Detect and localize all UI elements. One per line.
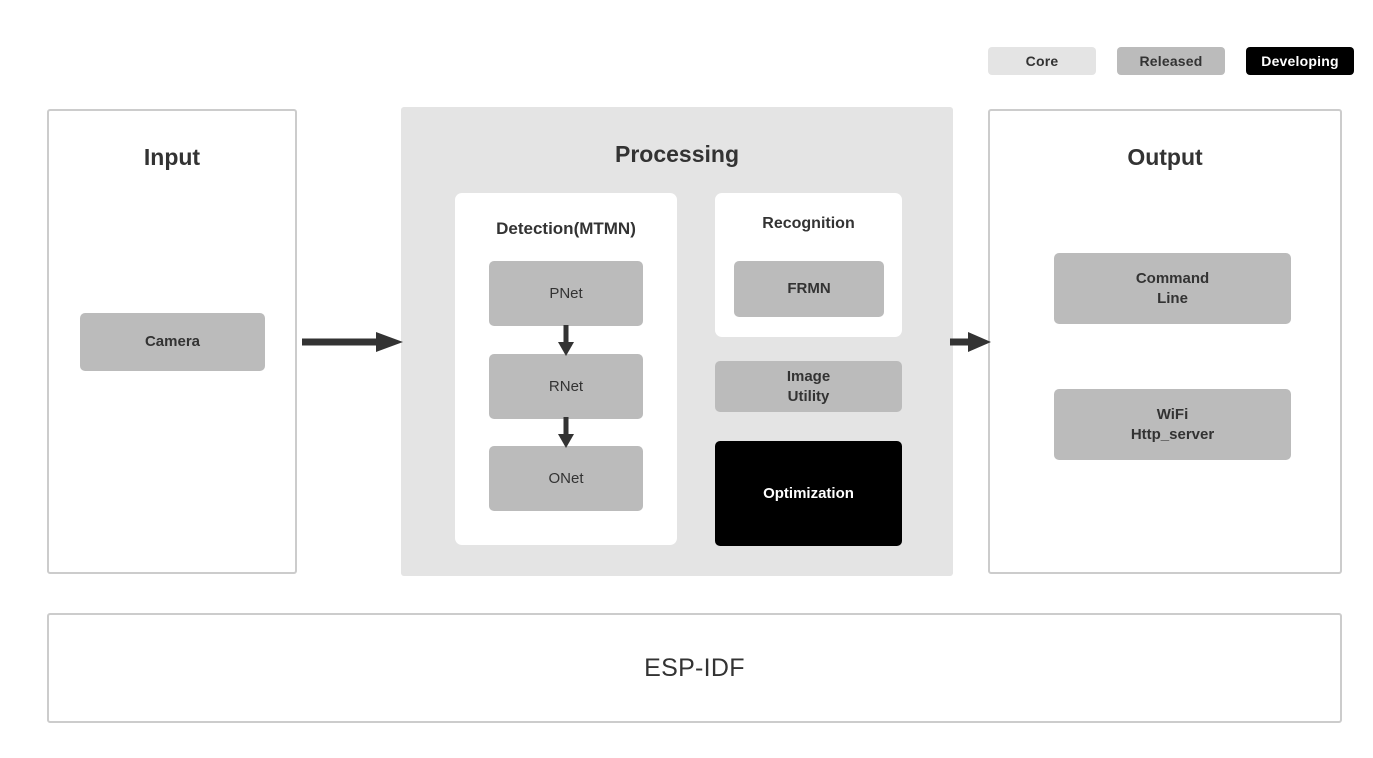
box-frmn[interactable]: FRMN bbox=[734, 261, 884, 317]
box-camera[interactable]: Camera bbox=[80, 313, 265, 371]
box-wifi-http-server[interactable]: WiFi Http_server bbox=[1054, 389, 1291, 460]
legend-chip-core[interactable]: Core bbox=[988, 47, 1096, 75]
box-optimization[interactable]: Optimization bbox=[715, 441, 902, 546]
panel-output: Output bbox=[988, 109, 1342, 574]
legend-chip-core-label: Core bbox=[1025, 53, 1059, 69]
box-pnet[interactable]: PNet bbox=[489, 261, 643, 326]
subpanel-detection-title: Detection(MTMN) bbox=[496, 219, 636, 238]
arrow-pnet-to-rnet-icon bbox=[558, 325, 574, 356]
box-image-utility[interactable]: Image Utility bbox=[715, 361, 902, 412]
box-onet[interactable]: ONet bbox=[489, 446, 643, 511]
panel-processing-title: Processing bbox=[615, 141, 739, 167]
box-command-line[interactable]: Command Line bbox=[1054, 253, 1291, 324]
arrow-processing-to-output-icon bbox=[950, 332, 991, 352]
subpanel-recognition-title: Recognition bbox=[762, 215, 855, 232]
box-rnet[interactable]: RNet bbox=[489, 354, 643, 419]
panel-input-title: Input bbox=[143, 144, 201, 170]
legend-chip-developing[interactable]: Developing bbox=[1246, 47, 1354, 75]
arrow-input-to-processing-icon bbox=[302, 332, 403, 352]
legend: Core Released Developing bbox=[988, 47, 1354, 75]
panel-output-title: Output bbox=[1127, 144, 1203, 170]
legend-chip-released-label: Released bbox=[1139, 53, 1203, 69]
legend-chip-released[interactable]: Released bbox=[1117, 47, 1225, 75]
band-esp-idf-label: ESP-IDF bbox=[644, 653, 745, 682]
legend-chip-developing-label: Developing bbox=[1261, 53, 1339, 69]
arrow-rnet-to-onet-icon bbox=[558, 417, 574, 448]
band-esp-idf: ESP-IDF bbox=[47, 613, 1342, 723]
